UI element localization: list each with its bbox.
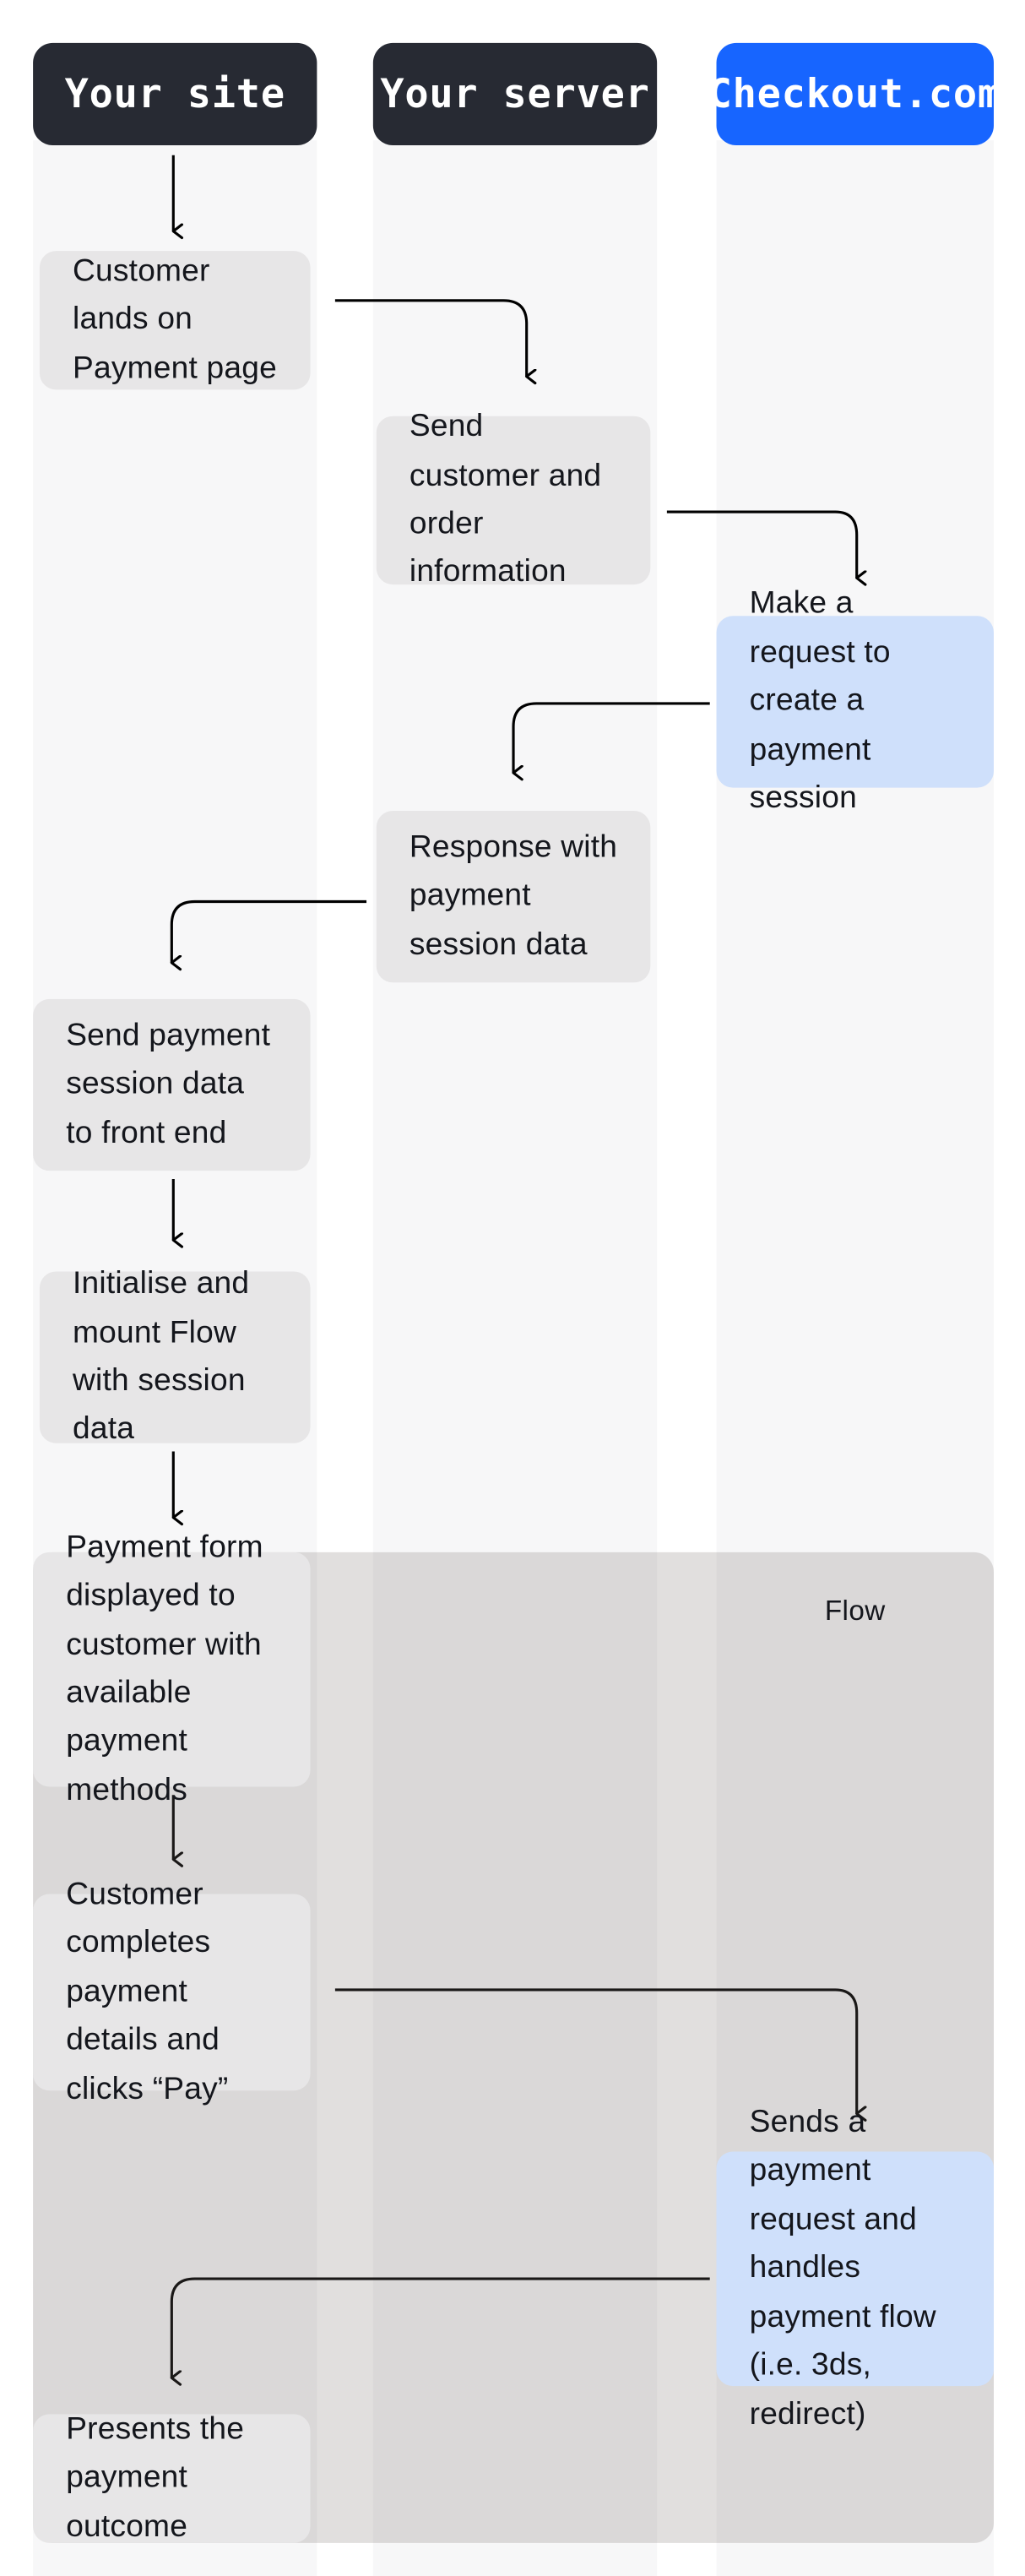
lane-header-your-site[interactable]: Your site <box>33 42 317 146</box>
node-response-session-data-label: Response with payment session data <box>409 830 618 963</box>
node-initialise-mount-flow-label: Initialise and mount Flow with session d… <box>73 1266 250 1448</box>
node-payment-form-displayed[interactable]: Payment form displayed to customer with … <box>33 1530 311 1808</box>
node-response-session-data[interactable]: Response with payment session data <box>376 810 651 983</box>
node-customer-completes-payment-label: Customer completes payment details and c… <box>66 1877 229 2107</box>
node-make-request-session-label: Make a request to create a payment sessi… <box>749 586 891 817</box>
node-presents-outcome-label: Presents the payment outcome <box>66 2412 245 2545</box>
node-presents-outcome[interactable]: Presents the payment outcome <box>33 2412 311 2544</box>
node-make-request-session[interactable]: Make a request to create a payment sessi… <box>716 587 994 816</box>
node-send-customer-order-info-label: Send customer and order information <box>409 410 602 590</box>
lane-header-your-server[interactable]: Your server <box>372 42 658 146</box>
node-send-session-to-frontend-label: Send payment session data to front end <box>66 1019 271 1151</box>
node-customer-lands-label: Customer lands on Payment page <box>73 253 277 386</box>
node-customer-completes-payment[interactable]: Customer completes payment details and c… <box>33 1878 311 2106</box>
lane-header-checkout-com-label: Checkout.com <box>708 71 1002 117</box>
node-send-session-to-frontend[interactable]: Send payment session data to front end <box>33 998 311 1171</box>
node-sends-payment-request-label: Sends a payment request and handles paym… <box>749 2105 936 2432</box>
flow-overlay-label: Flow <box>824 1595 886 1627</box>
node-customer-lands[interactable]: Customer lands on Payment page <box>39 251 311 390</box>
node-send-customer-order-info[interactable]: Send customer and order information <box>376 410 651 590</box>
lane-header-your-site-label: Your site <box>64 71 285 117</box>
node-payment-form-displayed-label: Payment form displayed to customer with … <box>66 1530 263 1808</box>
lane-header-checkout-com[interactable]: Checkout.com <box>708 42 1001 146</box>
node-sends-payment-request[interactable]: Sends a payment request and handles paym… <box>716 2106 994 2432</box>
node-initialise-mount-flow[interactable]: Initialise and mount Flow with session d… <box>39 1267 311 1448</box>
lane-header-your-server-label: Your server <box>380 71 650 117</box>
